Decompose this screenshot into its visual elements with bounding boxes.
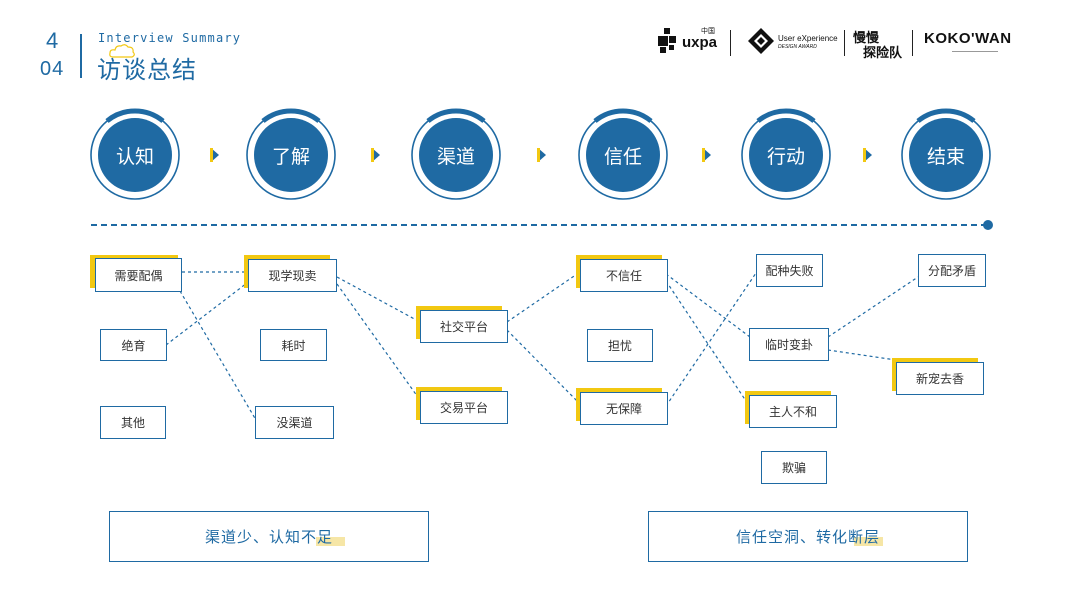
connector bbox=[665, 273, 751, 338]
box-need-partner: 需要配偶 bbox=[95, 258, 182, 292]
box-owner-dispute: 主人不和 bbox=[749, 395, 837, 428]
team-logo: 慢慢 探险队 bbox=[853, 27, 909, 60]
highlight-bar bbox=[576, 388, 582, 421]
box-allocation-conflict: 分配矛盾 bbox=[918, 254, 986, 287]
connector bbox=[827, 276, 919, 338]
ux-award-line2: DESIGN AWARD bbox=[778, 44, 817, 50]
chevron-right-icon bbox=[371, 148, 380, 162]
box-trade-platform: 交易平台 bbox=[420, 391, 508, 424]
highlight-bar bbox=[90, 255, 96, 288]
connector bbox=[665, 280, 749, 405]
conclusion-right-text: 信任空洞、转化断层 bbox=[735, 528, 880, 546]
stage-circle bbox=[90, 108, 180, 200]
highlight-bar bbox=[416, 306, 422, 339]
highlight-bar bbox=[745, 391, 751, 424]
uxpa-cn-label: 中国 bbox=[701, 28, 715, 35]
stage-circle bbox=[578, 108, 668, 200]
stage-circle bbox=[246, 108, 336, 200]
highlight-bar bbox=[416, 387, 422, 420]
page-subnumber: 04 bbox=[40, 58, 65, 80]
box-temp-change: 临时变卦 bbox=[749, 328, 829, 361]
kokowan-logo: KOKO'WAN bbox=[924, 30, 1024, 56]
uxpa-mark-icon bbox=[658, 28, 676, 53]
stage-label: 行动 bbox=[766, 146, 805, 168]
ux-award-line1: User eXperience bbox=[778, 34, 838, 43]
highlight-mark bbox=[316, 537, 345, 546]
box-worry: 担忧 bbox=[587, 329, 653, 362]
highlight-bar bbox=[892, 358, 898, 391]
box-no-guarantee: 无保障 bbox=[580, 392, 668, 425]
kokowan-label: KOKO'WAN bbox=[924, 30, 1012, 47]
conclusion-left: 渠道少、认知不足 bbox=[109, 511, 429, 562]
section-title-zh: 访谈总结 bbox=[97, 56, 197, 84]
connector bbox=[179, 290, 257, 421]
stage-label: 了解 bbox=[271, 146, 310, 168]
stage-label: 结束 bbox=[926, 146, 965, 168]
connector bbox=[336, 283, 421, 401]
connector bbox=[506, 329, 581, 405]
highlight-bar bbox=[244, 255, 250, 288]
chevron-right-icon bbox=[702, 148, 711, 162]
stage-label: 渠道 bbox=[436, 146, 475, 168]
connector bbox=[506, 271, 581, 323]
team-logo-line1: 慢慢 bbox=[853, 30, 880, 45]
box-mating-failed: 配种失败 bbox=[756, 254, 823, 287]
page-number: 4 bbox=[46, 28, 59, 53]
timeline-end-dot bbox=[983, 220, 993, 230]
ux-design-award-logo: User eXperience DESIGN AWARD bbox=[747, 26, 838, 56]
kokowan-tagline-line bbox=[952, 51, 998, 52]
box-social-platform: 社交平台 bbox=[420, 310, 508, 343]
cloud-doodle-icon bbox=[109, 44, 135, 58]
journey-timeline bbox=[91, 220, 993, 230]
stage-circle bbox=[741, 108, 831, 200]
highlight-bar bbox=[576, 255, 582, 288]
box-other: 其他 bbox=[100, 406, 166, 439]
chevron-right-icon bbox=[210, 148, 219, 162]
connector bbox=[336, 276, 421, 323]
logo-divider bbox=[912, 30, 913, 56]
stage-circle bbox=[901, 108, 991, 200]
stage-label: 认知 bbox=[115, 146, 154, 168]
stage-label: 信任 bbox=[603, 146, 642, 168]
conclusion-right: 信任空洞、转化断层 bbox=[648, 511, 968, 562]
uxpa-label: uxpa bbox=[682, 34, 718, 51]
box-neutered: 绝育 bbox=[100, 329, 167, 361]
connector bbox=[165, 282, 248, 346]
conclusion-left-text: 渠道少、认知不足 bbox=[204, 528, 333, 546]
logo-divider bbox=[844, 30, 845, 56]
highlight-mark bbox=[854, 537, 883, 546]
connector bbox=[665, 272, 757, 407]
chevron-right-icon bbox=[537, 148, 546, 162]
box-time-consuming: 耗时 bbox=[260, 329, 327, 361]
stage-circle bbox=[411, 108, 501, 200]
team-logo-line2: 探险队 bbox=[863, 45, 903, 60]
box-reality-buy-sell: 现学现卖 bbox=[248, 259, 337, 292]
uxpa-logo: 中国 uxpa bbox=[656, 26, 718, 56]
box-no-channel: 没渠道 bbox=[255, 406, 334, 439]
ux-award-diamond-icon bbox=[748, 28, 774, 54]
section-title-en: Interview Summary bbox=[98, 31, 242, 45]
chevron-right-icon bbox=[863, 148, 872, 162]
box-distrust: 不信任 bbox=[580, 259, 668, 292]
header-divider bbox=[80, 34, 82, 78]
box-cheated: 欺骗 bbox=[761, 451, 827, 484]
connector bbox=[827, 349, 897, 361]
logo-divider bbox=[730, 30, 731, 56]
box-new-pet-lost: 新宠去香 bbox=[896, 362, 984, 395]
